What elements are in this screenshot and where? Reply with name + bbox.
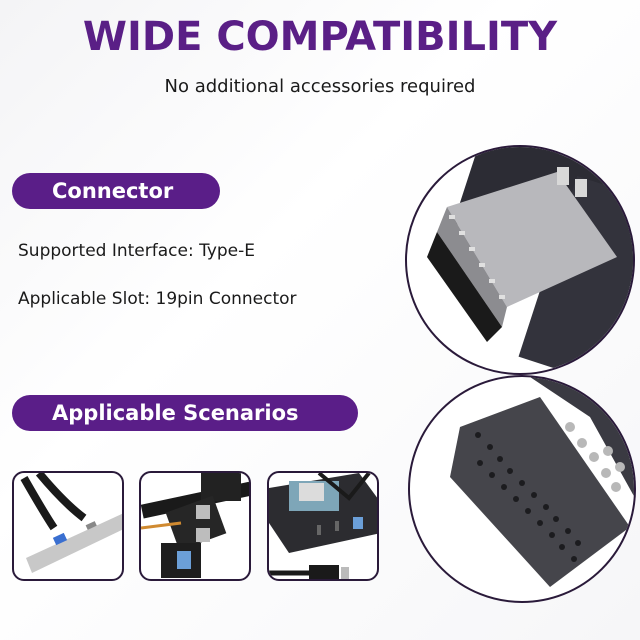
page-subtitle: No additional accessories required — [164, 76, 476, 97]
type-e-connector-image — [405, 145, 635, 375]
scenarios-section-label: Applicable Scenarios — [12, 395, 358, 431]
scenario-image-drive-bay-panel — [267, 471, 379, 581]
page-title: WIDE COMPATIBILITY — [82, 14, 558, 60]
scenario-image-front-panel-cables — [139, 471, 251, 581]
scenario-image-pci-bracket — [12, 471, 124, 581]
spec-supported-interface: Supported Interface: Type-E — [18, 241, 256, 261]
connector-section-label: Connector — [12, 173, 220, 209]
19pin-header-image — [408, 375, 636, 603]
spec-applicable-slot: Applicable Slot: 19pin Connector — [18, 289, 297, 309]
